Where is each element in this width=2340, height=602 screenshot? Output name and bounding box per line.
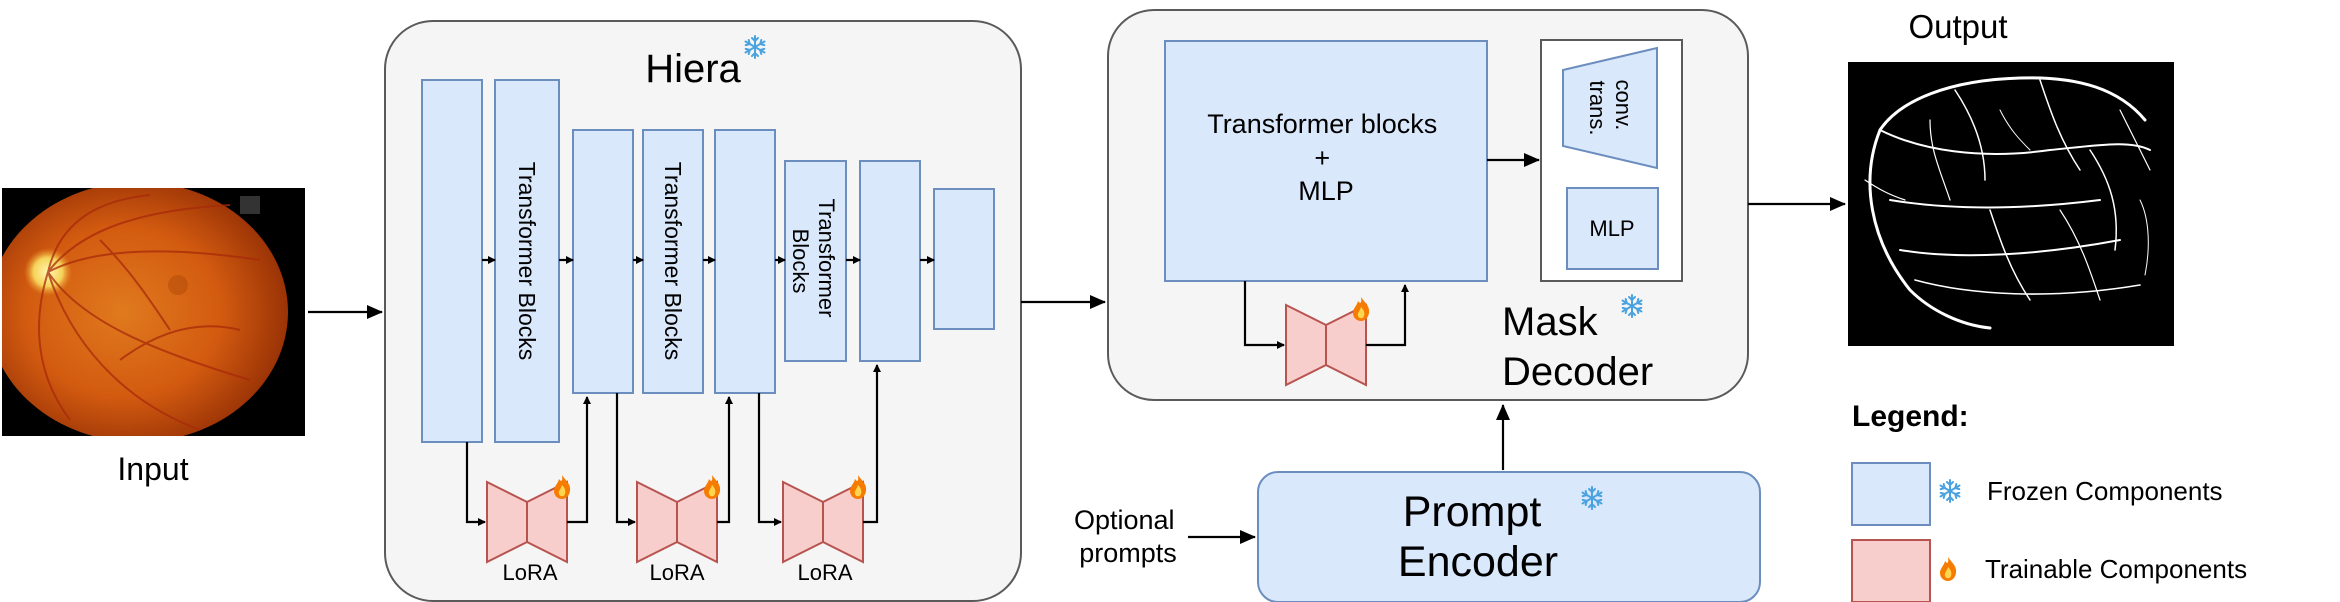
lora-2-out-arrow <box>717 396 733 524</box>
hiera-block-3 <box>714 129 776 394</box>
legend-trainable-label: Trainable Components <box>1985 554 2247 584</box>
mask-decoder-line1: Mask <box>1502 300 1599 344</box>
transformer-blocks-3-line2: Blocks <box>788 229 813 294</box>
lora-2-label: LoRA <box>649 560 704 585</box>
transformer-blocks-2-label: Transformer Blocks <box>660 162 686 361</box>
optional-prompts-line2: prompts <box>1079 538 1177 568</box>
decoder-transformer-line3: MLP <box>1298 176 1354 206</box>
legend-frozen-label: Frozen Components <box>1987 476 2223 506</box>
svg-text:conv. trans.: conv. trans. <box>1585 79 1636 136</box>
hiera-title: Hiera <box>645 47 741 91</box>
lora-1-out-arrow <box>567 396 591 524</box>
legend-fire-icon <box>1940 557 1957 581</box>
optional-prompts-line1: Optional <box>1074 505 1175 535</box>
decoder-transformer-line2: + <box>1314 143 1330 173</box>
transformer-blocks-3-line1: Transformer <box>814 198 839 317</box>
lora-3-label: LoRA <box>797 560 852 585</box>
hiera-block-2 <box>572 129 634 394</box>
decoder-lora-out-arrow <box>1366 284 1409 347</box>
lora-3-out-arrow <box>863 364 881 524</box>
hiera-block-1 <box>421 79 483 443</box>
hiera-block-4 <box>859 160 921 362</box>
decoder-mlp-label: MLP <box>1589 216 1634 241</box>
hiera-snowflake-icon <box>744 35 766 59</box>
svg-text:Mask Decoder: Mask Decoder <box>1502 300 1653 394</box>
svg-text:Optional prompts: Optional prompts <box>1074 505 1182 568</box>
decoder-lora-in-arrow <box>1243 281 1285 349</box>
decoder-transformer-mlp-block <box>1164 40 1488 282</box>
lora-adapter-1 <box>486 480 568 564</box>
conv-trans-line1: conv. <box>1611 79 1636 130</box>
lora-1-label: LoRA <box>502 560 557 585</box>
hiera-transformer-blocks-2 <box>642 129 704 394</box>
hiera-block-5 <box>933 188 995 330</box>
prompt-encoder-line2: Encoder <box>1398 538 1558 586</box>
input-retina-image <box>2 188 305 436</box>
decoder-transformer-line1: Transformer blocks <box>1207 109 1437 139</box>
output-vessel-segmentation <box>1848 62 2174 346</box>
decoder-lora-adapter <box>1285 303 1367 387</box>
legend-trainable-swatch <box>1851 539 1931 602</box>
lora-1-in-arrow <box>465 442 486 526</box>
legend-frozen-swatch <box>1851 462 1931 526</box>
hiera-transformer-blocks-1 <box>494 79 560 443</box>
mask-decoder-line2: Decoder <box>1502 350 1653 394</box>
mask-decoder-snowflake-icon <box>1621 294 1643 318</box>
prompt-encoder-block <box>1257 471 1761 602</box>
prompt-encoder-line1: Prompt <box>1403 488 1542 536</box>
lora-adapter-3 <box>782 480 864 564</box>
input-label: Input <box>117 451 188 487</box>
legend-snowflake-icon <box>1939 479 1961 503</box>
legend: Legend: Frozen Components Trainable Comp… <box>1851 400 2247 602</box>
decoder-mlp-block <box>1566 187 1659 270</box>
conv-trans-line2: trans. <box>1585 80 1610 135</box>
legend-title: Legend: <box>1852 400 1969 433</box>
lora-2-in-arrow <box>615 393 636 526</box>
svg-text:Transformer Blocks: Transformer Blocks <box>788 198 839 323</box>
output-label: Output <box>1908 8 2007 45</box>
transformer-blocks-1-label: Transformer Blocks <box>514 162 540 361</box>
prompt-encoder-snowflake-icon <box>1581 486 1603 510</box>
conv-trans-block <box>1562 46 1658 170</box>
hiera-transformer-blocks-3 <box>784 160 847 362</box>
svg-text:Transformer blocks + M: Transformer blocks + MLP <box>1207 109 1445 206</box>
svg-text:Prompt Encoder: Prompt Encoder <box>1398 488 1558 586</box>
lora-3-in-arrow <box>757 393 782 526</box>
lora-adapter-2 <box>636 480 718 564</box>
